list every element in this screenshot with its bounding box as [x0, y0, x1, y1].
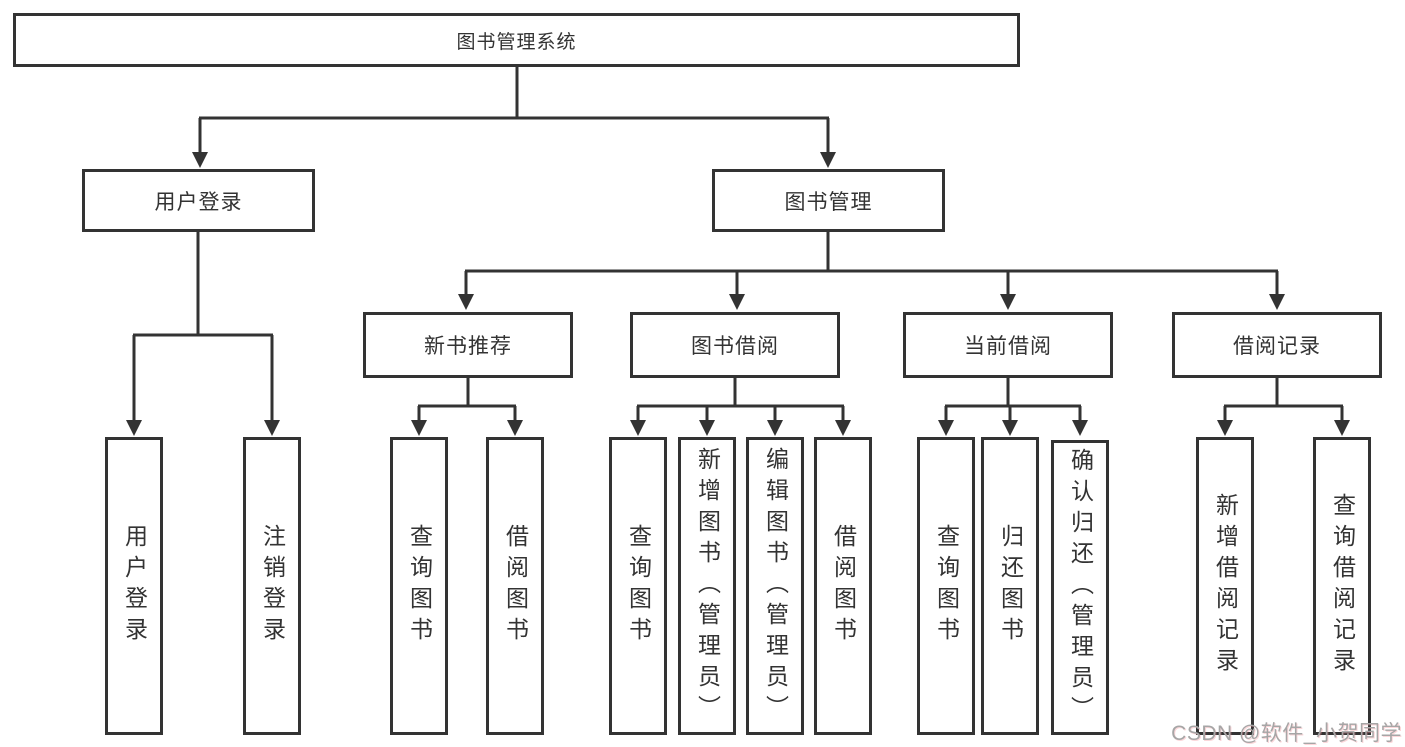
- connector-new-book: [411, 378, 523, 436]
- node-book-management-label: 图书管理: [784, 190, 873, 214]
- node-user-login: 用户登录: [82, 169, 315, 232]
- connector-root: [192, 67, 836, 168]
- leaf-cb-query-book-label: 查询图书: [933, 524, 960, 648]
- connector-current-borrowing: [938, 378, 1088, 436]
- node-book-borrowing-label: 图书借阅: [691, 335, 779, 358]
- leaf-logout-label: 注销登录: [259, 524, 286, 648]
- watermark: CSDN @软件_小贺同学: [1171, 722, 1402, 745]
- leaf-cb-confirm-return-label: 确认归还（管理员）: [1067, 448, 1094, 727]
- leaf-cb-query-book: 查询图书: [917, 437, 975, 735]
- leaf-bb-add-book: 新增图书（管理员）: [678, 437, 736, 735]
- node-borrowing-records-label: 借阅记录: [1233, 335, 1321, 358]
- leaf-bb-borrow-book-label: 借阅图书: [830, 524, 857, 648]
- node-root: 图书管理系统: [13, 13, 1020, 67]
- leaf-br-query-record-label: 查询借阅记录: [1329, 493, 1356, 679]
- leaf-br-query-record: 查询借阅记录: [1313, 437, 1371, 735]
- node-user-login-label: 用户登录: [154, 190, 243, 214]
- leaf-nb-borrow-book-label: 借阅图书: [502, 524, 529, 648]
- node-book-management: 图书管理: [712, 169, 945, 232]
- connector-book-management: [458, 232, 1285, 310]
- leaf-br-add-record: 新增借阅记录: [1196, 437, 1254, 735]
- connector-book-borrowing: [630, 378, 851, 436]
- node-new-book-recommend-label: 新书推荐: [424, 335, 512, 358]
- leaf-bb-edit-book: 编辑图书（管理员）: [746, 437, 804, 735]
- leaf-nb-query-book: 查询图书: [390, 437, 448, 735]
- node-new-book-recommend: 新书推荐: [363, 312, 573, 378]
- leaf-bb-borrow-book: 借阅图书: [814, 437, 872, 735]
- leaf-user-login: 用户登录: [105, 437, 163, 735]
- leaf-logout: 注销登录: [243, 437, 301, 735]
- leaf-br-add-record-label: 新增借阅记录: [1212, 493, 1239, 679]
- leaf-nb-query-book-label: 查询图书: [406, 524, 433, 648]
- leaf-bb-query-book-label: 查询图书: [625, 524, 652, 648]
- connector-borrowing-records: [1217, 378, 1350, 436]
- leaf-cb-return-book: 归还图书: [981, 437, 1039, 735]
- leaf-bb-query-book: 查询图书: [609, 437, 667, 735]
- node-book-borrowing: 图书借阅: [630, 312, 840, 378]
- leaf-bb-add-book-label: 新增图书（管理员）: [694, 446, 721, 726]
- node-borrowing-records: 借阅记录: [1172, 312, 1382, 378]
- leaf-bb-edit-book-label: 编辑图书（管理员）: [762, 446, 789, 726]
- connector-user-login: [126, 232, 280, 436]
- leaf-cb-return-book-label: 归还图书: [997, 524, 1024, 648]
- node-current-borrowing-label: 当前借阅: [964, 335, 1052, 358]
- node-root-label: 图书管理系统: [456, 31, 577, 53]
- node-current-borrowing: 当前借阅: [903, 312, 1113, 378]
- leaf-nb-borrow-book: 借阅图书: [486, 437, 544, 735]
- leaf-cb-confirm-return: 确认归还（管理员）: [1051, 440, 1109, 735]
- leaf-user-login-label: 用户登录: [121, 524, 148, 648]
